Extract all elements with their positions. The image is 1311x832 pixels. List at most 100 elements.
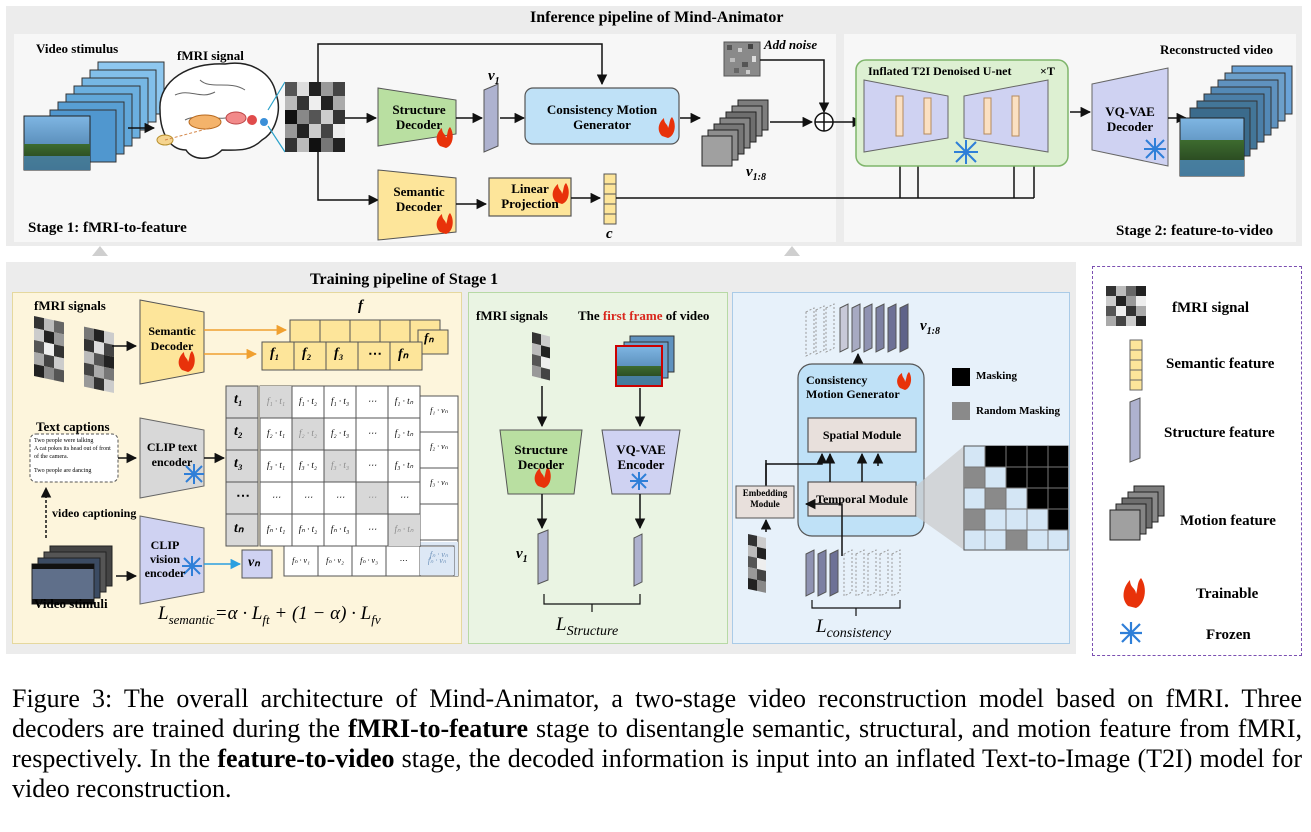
vqvae-decoder-label: VQ-VAE Decoder <box>1105 104 1155 134</box>
c-label: c <box>606 226 613 242</box>
matrix-cell: fₙ · t₂ <box>298 524 318 534</box>
matrix-bottom-cell: fₙ · v₃ <box>360 556 378 565</box>
snowflake-icon <box>182 464 648 576</box>
matrix-cell: f₁ · tₙ <box>394 396 414 406</box>
matrix-cell: fₙ · t₁ <box>266 524 286 534</box>
vqvae-encoder-label: VQ-VAE Encoder <box>616 442 666 472</box>
snowflake-icon <box>954 138 1166 164</box>
semantic-decoder-train-label: Semantic Decoder <box>148 324 196 353</box>
caption-line-2: A cat pokes its head out of front <box>34 446 111 452</box>
motion-feature-stack <box>701 99 769 167</box>
consistency-loss: Lconsistency <box>816 616 892 641</box>
caption-line-4: Two people are dancing <box>34 468 92 474</box>
legend-structure-icon <box>1129 397 1141 463</box>
unet-label: Inflated T2I Denoised U-net <box>868 64 1012 78</box>
noise-image <box>723 41 761 77</box>
matrix-cell: fₙ · tₙ <box>394 524 414 534</box>
semantic-decoder-label: Semantic Decoder <box>393 184 445 214</box>
reconstructed-video-stack <box>1179 65 1293 177</box>
matrix-cell: f₂ · tₙ <box>394 428 414 438</box>
legend-flame-icon <box>1123 578 1145 608</box>
t-row-2: t₂ <box>234 424 243 439</box>
legend-snowflake-icon <box>1120 622 1142 644</box>
structure-decoder-label: Structure Decoder <box>392 102 446 132</box>
structure-loss: LStructure <box>556 614 619 639</box>
matrix-cell: ⋯ <box>335 492 345 502</box>
matrix-bottom-cell: fₙ · v₂ <box>326 556 344 565</box>
matrix-side-cell: f₃ · vₙ <box>430 478 448 487</box>
matrix-cell: ⋯ <box>271 492 281 502</box>
legend-motion-label: Motion feature <box>1180 513 1276 529</box>
legend-semantic-icon <box>1129 339 1143 391</box>
inference-title: Inference pipeline of Mind-Animator <box>530 9 784 26</box>
caption-line-1: Two people were talking <box>34 438 94 444</box>
legend-fmri-icon <box>1106 286 1146 326</box>
matrix-cell: fₙ · t₃ <box>330 524 350 534</box>
add-noise-label: Add noise <box>764 37 818 52</box>
text-captions-label: Text captions <box>36 419 110 434</box>
legend-graphics <box>1106 286 1165 644</box>
matrix-cell: f₂ · t₂ <box>298 428 317 438</box>
figure-caption: Figure 3: The overall architecture of Mi… <box>12 684 1302 803</box>
fmri-grid-structure <box>532 332 550 381</box>
matrix-side-cell: f₂ · vₙ <box>430 442 448 451</box>
f-cell-back-n: fₙ <box>424 330 434 345</box>
matrix-cell: ⋯ <box>303 492 313 502</box>
cmg-label: Consistency Motion Generator <box>546 102 658 132</box>
spatial-module-label: Spatial Module <box>822 428 902 442</box>
matrix-cell: ⋯ <box>367 460 377 470</box>
v1-label: v1 <box>488 68 500 87</box>
v18-dashed-stack <box>805 303 909 357</box>
temporal-module-label: Temporal Module <box>816 492 908 506</box>
legend-frozen-label: Frozen <box>1206 627 1251 643</box>
matrix-cell: ⋯ <box>367 396 377 406</box>
video-stimuli-filmstrip <box>31 545 113 605</box>
stage1-label: Stage 1: fMRI-to-feature <box>28 220 187 236</box>
video-stimulus-label: Video stimulus <box>36 41 119 56</box>
clip-vision-encoder-label: CLIP vision encoder <box>144 538 186 580</box>
caption-line-3: of the camera. <box>34 454 69 460</box>
legend-semantic-label: Semantic feature <box>1166 356 1275 372</box>
fmri-signals-label: fMRI signals <box>34 298 106 313</box>
video-stimuli-label: Video stimuli <box>34 596 108 611</box>
fmri-grid-inference <box>285 82 345 152</box>
video-captioning-label: video captioning <box>52 506 137 520</box>
matrix-cell: f₂ · t₃ <box>330 428 349 438</box>
similarity-matrix <box>259 385 421 547</box>
matrix-cell: f₃ · tₙ <box>394 460 414 470</box>
t-column <box>225 385 259 547</box>
t-row-n: tₙ <box>234 521 244 536</box>
v1-train-label: v1 <box>516 546 528 565</box>
matrix-cell: f₁ · t₁ <box>266 396 285 406</box>
legend-trainable-label: Trainable <box>1196 586 1259 602</box>
matrix-cell: ⋯ <box>367 492 377 502</box>
vn-label: vₙ <box>248 555 260 570</box>
attention-mask-grid <box>963 445 1069 551</box>
video-stimulus-stack <box>23 61 165 171</box>
inference-graphics <box>23 41 1293 256</box>
times-t-label: ×T <box>1040 64 1055 78</box>
matrix-bottom-cell: fₙ · v₁ <box>292 556 310 565</box>
fmri-grids-training <box>34 316 114 394</box>
flame-icon <box>436 117 675 234</box>
f-cell-2: f₂ <box>302 346 312 361</box>
f-label: f <box>358 298 363 314</box>
matrix-side-cell: fₙ · vₙ <box>429 550 449 559</box>
cmg-train-label: Consistency Motion Generator <box>806 373 900 401</box>
matrix-cell: ⋯ <box>367 524 377 534</box>
f-cell-3: f₃ <box>334 346 344 361</box>
legend-fmri-label: fMRI signal <box>1172 300 1250 316</box>
matrix-bottom-cell: fₙ · vₙ <box>427 556 447 565</box>
matrix-cell: f₁ · t₂ <box>298 396 317 406</box>
random-masking-label: Random Masking <box>976 405 1061 417</box>
stage2-label: Stage 2: feature-to-video <box>1116 223 1274 239</box>
linear-projection-label: Linear Projection <box>501 181 559 211</box>
t-row-4: ⋯ <box>236 489 250 504</box>
v18-train-label: v1:8 <box>920 318 941 337</box>
matrix-cell: f₁ · t₃ <box>330 396 349 406</box>
flame-icon <box>178 351 912 488</box>
t-row-3: t₃ <box>234 456 243 471</box>
legend-structure-label: Structure feature <box>1164 425 1275 441</box>
fmri-grid-consistency <box>748 534 766 593</box>
matrix-cell: f₃ · t₃ <box>330 460 349 470</box>
